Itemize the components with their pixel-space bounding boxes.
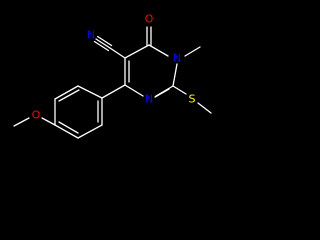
- bond-c5-c6: [124, 44, 150, 59]
- bond-ar-inner-2: [58, 121, 79, 134]
- atom-label-thioether-s: S: [189, 93, 196, 106]
- molecule-structure: N O N N S O: [13, 13, 212, 139]
- bond-n1-c4: [124, 84, 144, 97]
- bond-c6-n3: [148, 44, 169, 57]
- bond-n3-c2: [172, 63, 178, 87]
- atom-label-carbonyl-o: O: [145, 13, 154, 26]
- bond-ar-2: [54, 85, 79, 100]
- bond-s-methyl: [197, 102, 212, 114]
- atom-label-ring-n1: N: [145, 93, 153, 106]
- bond-ar-inner-1: [58, 89, 80, 102]
- bond-c5-cn: [109, 47, 126, 59]
- bond-ar-4: [54, 124, 79, 139]
- bond-ar-1: [77, 85, 103, 99]
- bond-c4-aryl: [101, 84, 126, 99]
- bond-c2-n1-double: [154, 88, 170, 98]
- atom-label-methoxy-o: O: [32, 109, 41, 122]
- bond-o-methyl: [13, 117, 30, 127]
- atom-label-nitrile-n: N: [87, 29, 95, 42]
- bond-n3-methyl: [184, 46, 201, 57]
- atom-label-ring-n3: N: [173, 52, 181, 65]
- bond-ar-o: [41, 117, 56, 126]
- bond-nitrile-triple-b: [96, 35, 113, 47]
- bond-ar-5: [77, 124, 103, 139]
- bond-nitrile-triple-a: [95, 38, 111, 49]
- bond-c2-s: [172, 85, 187, 95]
- bond-nitrile-triple-c: [93, 40, 110, 52]
